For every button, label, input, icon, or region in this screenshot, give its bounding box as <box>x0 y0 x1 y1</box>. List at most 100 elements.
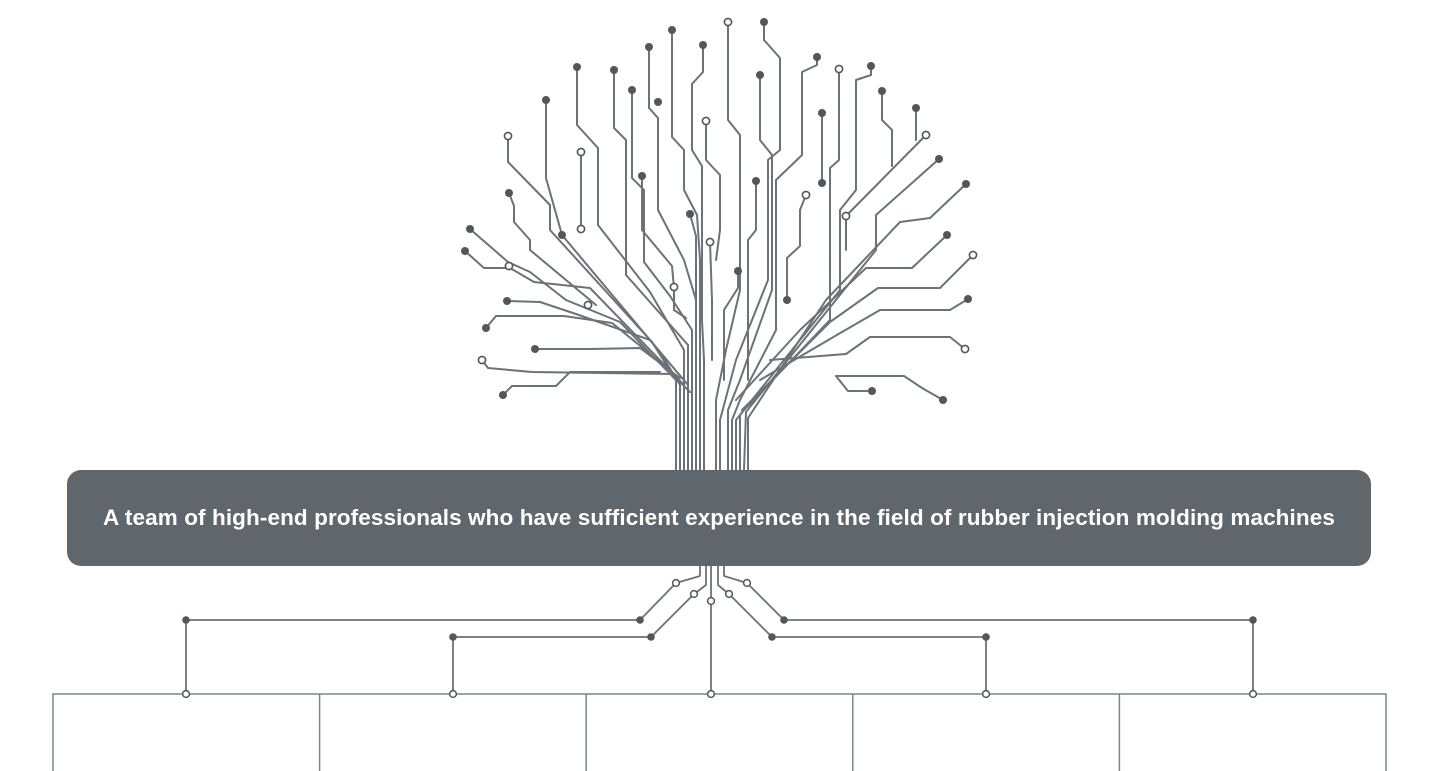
hollow-terminal-node-7 <box>801 190 811 200</box>
circuit-trace-41 <box>705 120 721 261</box>
circuit-trace-33 <box>508 192 597 306</box>
filled-terminal-node-13 <box>654 98 662 106</box>
circuit-trace-26 <box>759 298 969 381</box>
headline-text: A team of high-end professionals who hav… <box>103 505 1335 530</box>
hollow-terminal-node-1 <box>723 17 733 27</box>
circuit-trace-15 <box>743 158 940 471</box>
circuit-trace-8 <box>691 44 705 471</box>
circuit-trace-25 <box>741 254 974 411</box>
circuit-trace-24 <box>735 234 948 401</box>
circuit-trace-5 <box>631 89 693 471</box>
filled-terminal-node-29 <box>783 296 791 304</box>
filled-terminal-node-30 <box>964 295 972 303</box>
circuit-trace-20 <box>506 300 689 386</box>
filled-terminal-node-10 <box>878 87 886 95</box>
connector-hollow-node-3 <box>706 596 716 606</box>
circuit-trace-2 <box>545 99 681 471</box>
filled-terminal-node-5 <box>813 53 821 61</box>
circuit-trace-3 <box>576 66 685 471</box>
circuit-trace-34 <box>641 175 675 289</box>
circuit-trace-11 <box>727 74 773 471</box>
headline-banner: A team of high-end professionals who hav… <box>67 470 1371 566</box>
filled-terminal-node-7 <box>610 66 618 74</box>
filled-terminal-node-25 <box>943 231 951 239</box>
circuit-trace-19 <box>485 315 671 371</box>
circuit-trace-37 <box>723 270 739 381</box>
hollow-terminal-node-16 <box>477 355 487 365</box>
circuit-trace-28 <box>835 375 944 401</box>
hollow-terminal-node-3 <box>701 116 711 126</box>
connector-hollow-node-8 <box>706 689 716 699</box>
filled-terminal-node-15 <box>818 109 826 117</box>
connector-trace-3 <box>693 565 707 595</box>
filled-terminal-node-9 <box>756 71 764 79</box>
circuit-trace-7 <box>671 29 701 471</box>
filled-terminal-node-17 <box>638 172 646 180</box>
hollow-terminal-node-6 <box>576 147 586 157</box>
hollow-terminal-node-2 <box>834 64 844 74</box>
filled-terminal-node-20 <box>962 180 970 188</box>
circuit-trace-21 <box>534 347 681 379</box>
circuit-trace-17 <box>469 228 677 381</box>
filled-terminal-node-11 <box>628 86 636 94</box>
filled-terminal-node-21 <box>505 189 513 197</box>
connector-trace-6 <box>717 565 730 595</box>
circuit-trace-16 <box>747 183 967 471</box>
circuit-trace-38 <box>786 194 807 301</box>
filled-terminal-node-35 <box>939 396 947 404</box>
filled-terminal-node-32 <box>531 345 539 353</box>
filled-terminal-node-16 <box>935 155 943 163</box>
circuit-trace-9 <box>715 21 741 471</box>
connector-filled-node-5 <box>780 616 788 624</box>
circuit-trace-35 <box>689 213 697 301</box>
circuit-trace-23 <box>502 371 661 396</box>
filled-terminal-node-1 <box>760 18 768 26</box>
connector-hollow-node-7 <box>448 689 458 699</box>
connector-filled-node-4 <box>647 633 655 641</box>
connector-hollow-node-2 <box>689 589 699 599</box>
circuit-trace-27 <box>769 336 966 361</box>
hollow-terminal-node-15 <box>960 344 970 354</box>
hollow-terminal-node-5 <box>921 130 931 140</box>
connector-branches <box>185 565 1254 695</box>
hollow-terminal-node-12 <box>504 261 514 271</box>
filled-terminal-node-8 <box>867 62 875 70</box>
circuit-trace-30 <box>881 90 893 167</box>
filled-terminal-node-31 <box>482 324 490 332</box>
filled-terminal-node-28 <box>503 297 511 305</box>
filled-terminal-node-26 <box>461 247 469 255</box>
filled-terminal-node-23 <box>466 225 474 233</box>
filled-terminal-node-34 <box>868 387 876 395</box>
connector-terminals <box>181 578 1258 699</box>
connector-trace-1 <box>675 565 701 584</box>
filled-terminal-node-22 <box>686 210 694 218</box>
circuit-trace-18 <box>464 250 685 386</box>
connector-hollow-node-5 <box>742 578 752 588</box>
hollow-terminal-node-11 <box>968 250 978 260</box>
circuit-trace-42 <box>673 286 687 319</box>
connector-trace-4 <box>452 593 695 695</box>
connector-trace-7 <box>728 593 987 695</box>
circuit-trace-12 <box>731 56 818 471</box>
connector-filled-node-7 <box>768 633 776 641</box>
filled-terminal-node-18 <box>752 177 760 185</box>
filled-terminal-node-19 <box>818 179 826 187</box>
circuit-trace-13 <box>735 68 840 471</box>
circuit-trace-36 <box>709 241 713 361</box>
circuit-trace-22 <box>481 359 691 393</box>
hollow-terminal-node-9 <box>576 224 586 234</box>
connector-hollow-node-4 <box>724 589 734 599</box>
filled-terminal-node-33 <box>499 391 507 399</box>
connector-trace-9 <box>746 582 1254 695</box>
connector-hollow-node-9 <box>981 689 991 699</box>
connector-hollow-node-6 <box>181 689 191 699</box>
filled-terminal-node-4 <box>699 41 707 49</box>
connector-filled-node-6 <box>1249 616 1257 624</box>
circuit-tree-terminals <box>461 17 978 404</box>
connector-filled-node-8 <box>982 633 990 641</box>
filled-terminal-node-3 <box>645 43 653 51</box>
connector-hollow-node-10 <box>1248 689 1258 699</box>
connector-filled-node-1 <box>182 616 190 624</box>
connector-trace-8 <box>723 565 748 584</box>
